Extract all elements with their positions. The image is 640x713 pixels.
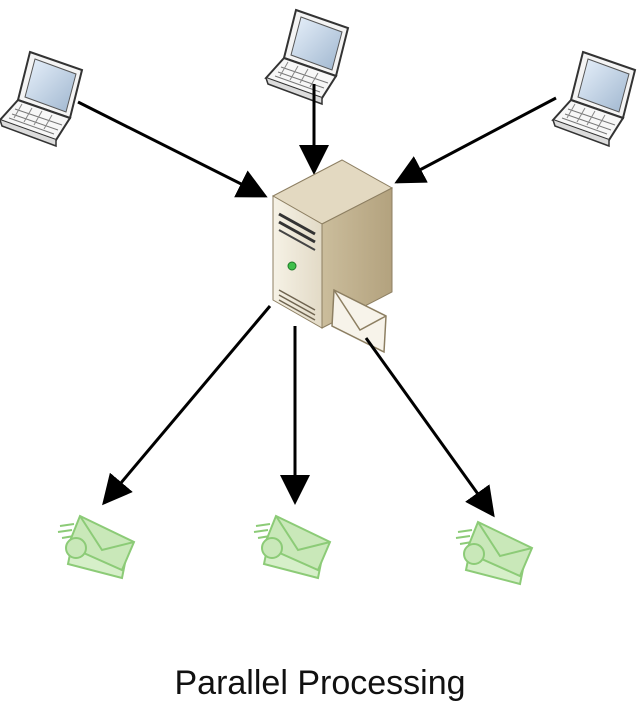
sent-message-icon bbox=[57, 515, 135, 579]
sent-message-icon bbox=[253, 515, 331, 579]
diagram-caption: Parallel Processing bbox=[174, 664, 466, 702]
laptop-icon bbox=[0, 51, 83, 147]
arrow-server-to-output1 bbox=[102, 305, 272, 506]
envelope-icon bbox=[331, 288, 387, 354]
arrow-client1-to-server bbox=[77, 100, 268, 198]
server-tower-icon bbox=[271, 159, 394, 329]
sent-message-icon bbox=[455, 521, 533, 585]
laptop-icon bbox=[265, 9, 349, 105]
arrow-server-to-output3 bbox=[364, 337, 495, 518]
arrow-client3-to-server bbox=[394, 96, 557, 184]
laptop-icon bbox=[552, 51, 636, 147]
